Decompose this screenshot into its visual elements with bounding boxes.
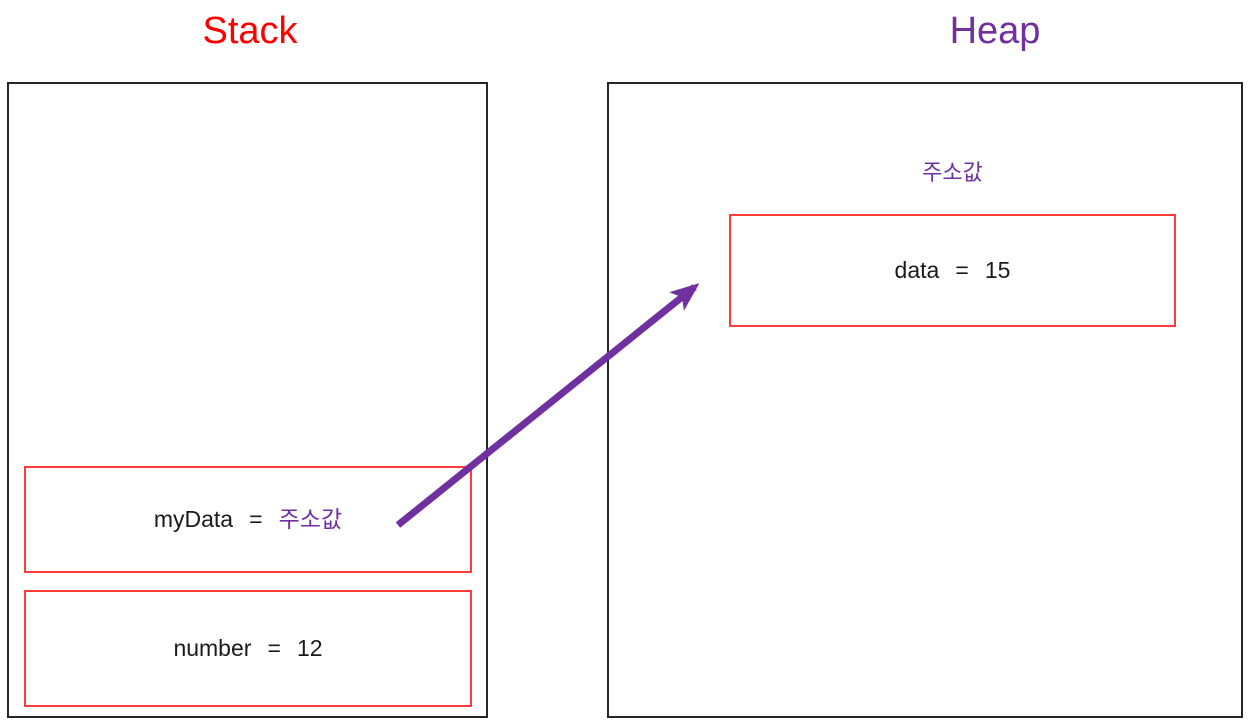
heap-slot-data-label: data	[894, 257, 940, 283]
stack-title: Stack	[202, 10, 298, 52]
stack-slot-number-label: number	[173, 635, 252, 661]
heap-slot-data-text: data = 15	[895, 259, 1011, 282]
stack-slot-mydata-value: 주소값	[278, 506, 343, 532]
heap-region	[607, 82, 1243, 718]
heap-slot-data-operator: =	[955, 257, 969, 283]
stack-slot-mydata-text: myData = 주소값	[154, 508, 342, 531]
heap-slot-data-value: 15	[984, 257, 1011, 283]
stack-slot-number-text: number = 12	[173, 637, 322, 660]
heap-slot-data: data = 15	[729, 214, 1176, 327]
stack-slot-mydata: myData = 주소값	[24, 466, 472, 573]
stack-slot-number: number = 12	[24, 590, 472, 707]
stack-slot-mydata-label: myData	[153, 506, 234, 532]
stack-slot-number-operator: =	[267, 635, 281, 661]
heap-title: Heap	[949, 10, 1041, 52]
stack-slot-mydata-operator: =	[249, 506, 263, 532]
heap-address-label: 주소값	[922, 160, 983, 185]
stack-slot-number-value: 12	[296, 635, 323, 661]
